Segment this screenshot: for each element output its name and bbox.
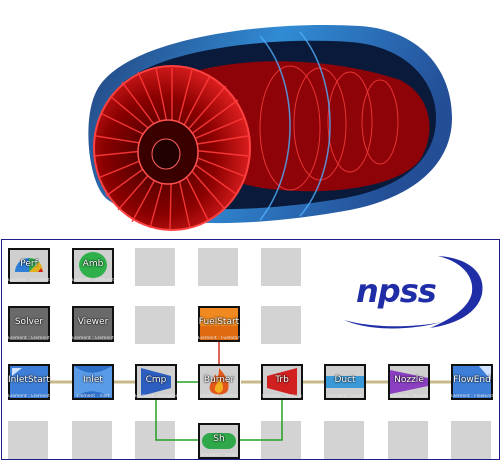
duct-element[interactable]: Duct Element : Duct	[324, 364, 366, 400]
empty-slot	[324, 421, 364, 459]
solver-icon	[10, 308, 48, 340]
cmp-label: Cmp	[145, 375, 167, 385]
flame-icon	[200, 366, 238, 398]
logo-text: npss	[356, 272, 437, 310]
empty-slot	[198, 248, 238, 286]
sh-type: Element : Shaft	[201, 453, 237, 458]
flowend-type: Element : FlowEnd	[451, 394, 493, 399]
empty-slot	[261, 248, 301, 286]
solver-element[interactable]: Solver Element : Element	[8, 306, 50, 342]
sh-element[interactable]: Sh Element : Shaft	[198, 423, 240, 459]
ambient-icon	[74, 250, 112, 282]
cmp-element[interactable]: Cmp Element : Compressor	[135, 364, 177, 400]
duct-icon	[326, 366, 364, 398]
fuelstart-element[interactable]: FuelStart Element : FuelStart	[198, 306, 240, 342]
duct-label: Duct	[334, 375, 356, 385]
inlet-element[interactable]: Inlet Element : Inlet	[72, 364, 114, 400]
inlet-label: Inlet	[83, 375, 103, 385]
duct-type: Element : Duct	[328, 394, 362, 399]
compressor-icon	[137, 366, 175, 398]
inletstart-element[interactable]: InletStart Element : Element	[8, 364, 50, 400]
trb-type: Element : Turbine	[262, 394, 302, 399]
empty-slot	[261, 306, 301, 344]
viewer-icon	[74, 308, 112, 340]
flowend-icon	[453, 366, 491, 398]
empty-slot	[135, 306, 175, 344]
connection-links	[50, 342, 451, 441]
empty-slot	[388, 421, 428, 459]
viewer-label: Viewer	[77, 317, 109, 327]
amb-label: Amb	[82, 259, 104, 269]
burner-element[interactable]: Burner Element : Burner	[198, 364, 240, 400]
turbine-icon	[263, 366, 301, 398]
nozzle-label: Nozzle	[394, 375, 424, 385]
solver-type: Element : Element	[8, 336, 50, 341]
npss-logo: npss	[342, 250, 492, 330]
cmp-type: Element : Compressor	[135, 394, 177, 399]
solver-label: Solver	[14, 317, 44, 327]
trb-element[interactable]: Trb Element : Turbine	[261, 364, 303, 400]
nozzle-icon	[390, 366, 428, 398]
trb-label: Trb	[275, 375, 289, 385]
nozzle-element[interactable]: Nozzle Element : Nozzle	[388, 364, 430, 400]
fuel-icon	[200, 308, 238, 340]
inletstart-label: InletStart	[8, 375, 50, 385]
burner-type: Element : Burner	[199, 394, 239, 399]
engine-illustration	[88, 24, 453, 231]
perf-type: Element : Element	[8, 278, 50, 283]
inlet-type: Element : Inlet	[76, 394, 110, 399]
amb-type: Element : Ambient	[72, 278, 114, 283]
inletstart-type: Element : Element	[8, 394, 50, 399]
inletstart-icon	[10, 366, 48, 398]
npss-model-diagram: Perf Element : Element Amb Element : Amb…	[1, 239, 500, 460]
empty-slot	[8, 421, 48, 459]
shaft-links	[155, 381, 283, 441]
inlet-icon	[74, 366, 112, 398]
burner-label: Burner	[203, 375, 235, 385]
flowend-element[interactable]: FlowEnd Element : FlowEnd	[451, 364, 493, 400]
perf-label: Perf	[20, 259, 38, 269]
sh-label: Sh	[213, 434, 225, 444]
logo-swoosh-icon	[344, 256, 483, 329]
shaft-icon	[200, 425, 238, 457]
amb-element[interactable]: Amb Element : Ambient	[72, 248, 114, 284]
flowend-label: FlowEnd	[453, 375, 491, 385]
turbofan-cutaway-image	[88, 24, 453, 231]
empty-slot	[135, 248, 175, 286]
perf-element[interactable]: Perf Element : Element	[8, 248, 50, 284]
viewer-type: Element : Element	[72, 336, 114, 341]
empty-slot	[451, 421, 491, 459]
viewer-element[interactable]: Viewer Element : Element	[72, 306, 114, 342]
fuelstart-label: FuelStart	[198, 317, 240, 327]
fuelstart-type: Element : FuelStart	[198, 336, 240, 341]
empty-slot	[72, 421, 112, 459]
nozzle-type: Element : Nozzle	[390, 394, 428, 399]
gauge-icon	[10, 250, 48, 282]
